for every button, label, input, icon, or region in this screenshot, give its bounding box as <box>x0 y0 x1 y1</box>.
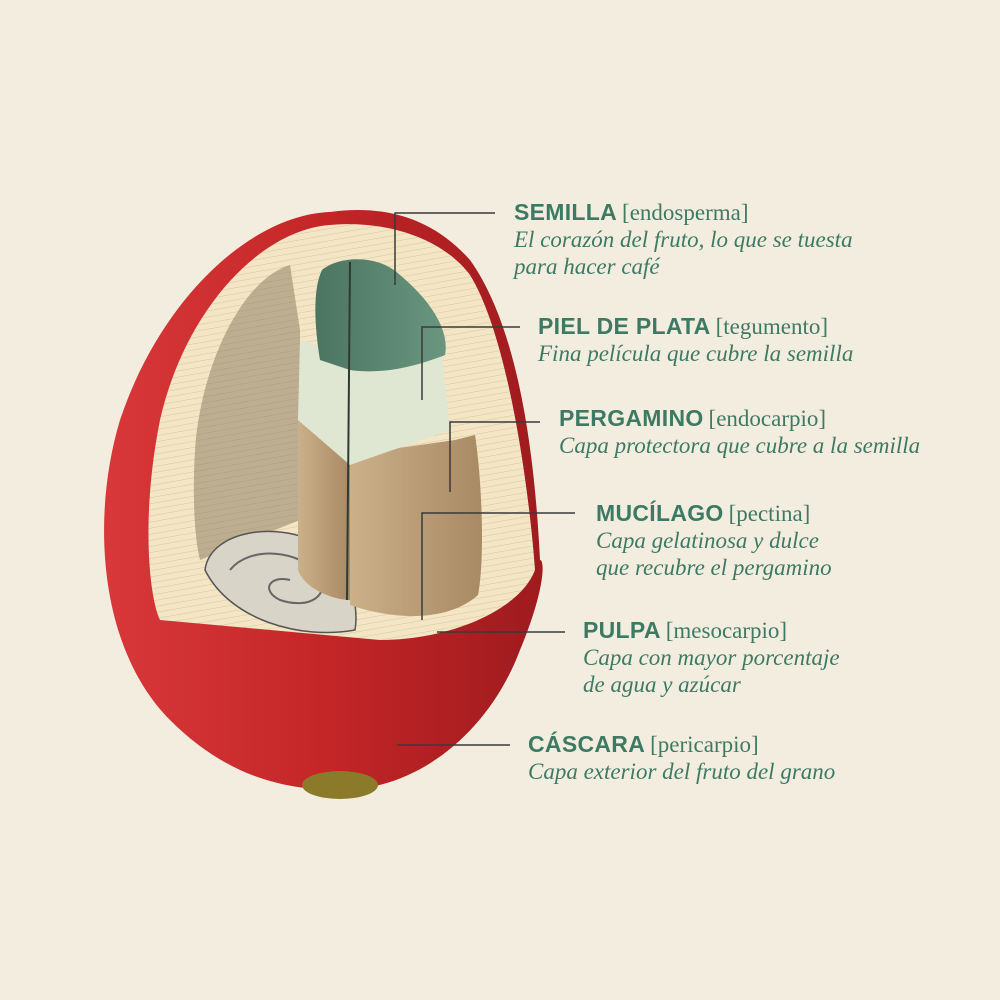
label-description: El corazón del fruto, lo que se tuesta p… <box>514 227 853 279</box>
label-title: CÁSCARA <box>528 731 646 757</box>
leader-lines <box>394 212 575 746</box>
label-scientific-name: [tegumento] <box>715 314 828 339</box>
label-description: Capa con mayor porcentaje de agua y azúc… <box>583 645 840 697</box>
label-scientific-name: [pericarpio] <box>650 732 759 757</box>
label-scientific-name: [pectina] <box>728 501 811 526</box>
label-mucilago: MUCÍLAGO[pectina] Capa gelatinosa y dulc… <box>596 500 832 581</box>
label-scientific-name: [mesocarpio] <box>665 618 788 643</box>
pergamino-shell <box>298 415 482 617</box>
label-scientific-name: [endocarpio] <box>708 406 827 431</box>
label-description: Fina película que cubre la semilla <box>538 341 854 366</box>
label-description: Capa exterior del fruto del grano <box>528 759 836 784</box>
label-title: SEMILLA <box>514 199 618 225</box>
piel-de-plata-layer <box>298 340 450 465</box>
label-description: Capa protectora que cubre a la semilla <box>559 433 921 458</box>
label-cascara: CÁSCARA[pericarpio] Capa exterior del fr… <box>528 731 835 785</box>
label-title: MUCÍLAGO <box>596 500 724 526</box>
label-piel-de-plata: PIEL DE PLATA[tegumento] Fina película q… <box>538 313 853 367</box>
label-description: Capa gelatinosa y dulce que recubre el p… <box>596 528 832 580</box>
label-title: PIEL DE PLATA <box>538 313 711 339</box>
label-scientific-name: [endosperma] <box>622 200 749 225</box>
label-title: PERGAMINO <box>559 405 704 431</box>
label-title: PULPA <box>583 617 661 643</box>
label-semilla: SEMILLA[endosperma] El corazón del fruto… <box>514 199 853 280</box>
label-pergamino: PERGAMINO[endocarpio] Capa protectora qu… <box>559 405 920 459</box>
label-pulpa: PULPA[mesocarpio] Capa con mayor porcent… <box>583 617 840 698</box>
semilla-bean <box>315 259 446 601</box>
